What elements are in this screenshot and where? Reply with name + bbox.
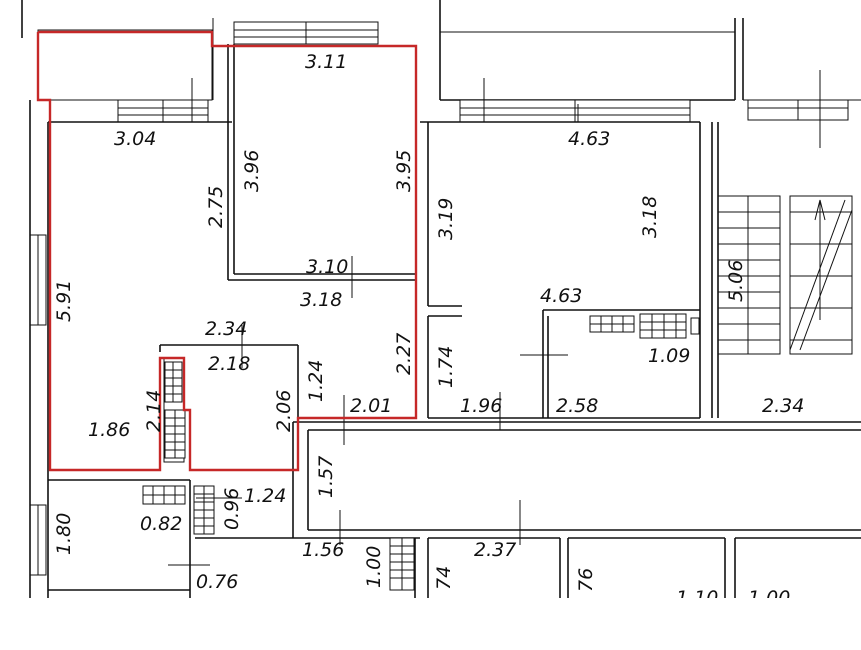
window-living-top [117,99,209,123]
window-right-top [747,99,849,121]
exterior-walls [29,100,700,600]
bottom-margin [0,598,861,650]
dim-2-37: 2.37 [474,539,516,561]
dim-4-63-mid: 4.63 [540,285,582,307]
dim-3-19: 3.19 [435,198,457,240]
interior-walls [48,44,861,600]
apartment-outline [36,30,418,472]
dim-0-76: 0.76 [196,571,238,593]
dim-3-18-v: 3.18 [639,196,661,238]
dim-2-75: 2.75 [205,186,227,228]
window-left [29,234,47,326]
balcony-left [21,0,214,101]
dim-74: 74 [433,566,455,590]
dim-1-24-v: 1.24 [305,360,327,402]
dim-3-18-h: 3.18 [300,289,342,311]
balcony-right [439,0,861,101]
dim-2-14: 2.14 [143,390,165,432]
dim-1-57: 1.57 [315,456,337,498]
dim-2-06: 2.06 [273,390,295,432]
dim-2-34-right: 2.34 [762,395,804,417]
dim-2-58: 2.58 [556,395,598,417]
stairwell [717,195,853,355]
dim-5-91: 5.91 [53,280,75,322]
dim-5-06: 5.06 [725,260,747,302]
dim-2-34-top: 2.34 [205,318,247,340]
window-room2-top [459,99,691,123]
dim-1-09: 1.09 [648,345,690,367]
dim-3-96: 3.96 [241,150,263,192]
window-left-lower [29,504,47,576]
dim-1-00: 1.00 [363,546,385,588]
dim-1-80: 1.80 [53,513,75,555]
dim-1-86: 1.86 [88,419,130,441]
window-bedroom-top [233,21,379,45]
dim-1-96: 1.96 [460,395,502,417]
fixture-corridor-shaft [389,537,415,591]
dim-1-74: 1.74 [435,346,457,388]
fixture-room2-bath [589,313,700,339]
dim-2-18: 2.18 [208,353,250,375]
dim-1-56: 1.56 [302,539,344,561]
dim-3-95: 3.95 [393,150,415,192]
dim-0-82: 0.82 [140,513,182,535]
dim-2-01: 2.01 [350,395,392,417]
dim-4-63-top: 4.63 [568,128,610,150]
dim-3-11: 3.11 [305,51,347,73]
dim-2-27: 2.27 [393,333,415,375]
dim-76: 76 [575,568,597,592]
dimension-ticks [168,70,821,566]
dim-3-04: 3.04 [114,128,156,150]
fixture-vent-shaft [163,357,186,463]
dim-3-10: 3.10 [306,256,348,278]
dim-0-96: 0.96 [221,488,243,530]
dim-1-24-h: 1.24 [244,485,286,507]
